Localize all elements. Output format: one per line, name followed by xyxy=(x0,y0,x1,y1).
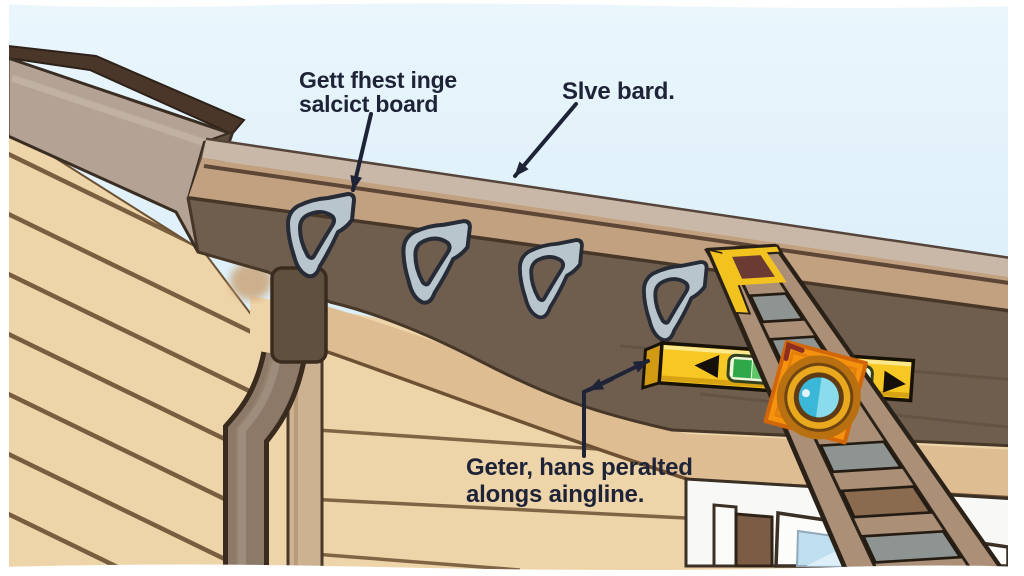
fascia-label-line2: salcict board xyxy=(299,91,439,117)
ladder-right-rail-inner xyxy=(757,250,994,576)
ladder-yellow-edge xyxy=(706,248,752,315)
eave-groove-line xyxy=(203,164,1017,286)
bullseye-level xyxy=(763,339,869,445)
level-label: Geter, hans peralted alongs aingline. xyxy=(466,454,693,508)
lens-highlight xyxy=(816,377,839,418)
level-arrow-bend-head xyxy=(587,377,614,392)
eave-board xyxy=(188,158,1016,312)
rake-highlight xyxy=(10,74,222,152)
ladder-rung-open xyxy=(839,485,934,519)
level-right-arrow-icon xyxy=(883,370,906,393)
gutter-end-cap xyxy=(270,266,328,364)
fascia-arrow xyxy=(350,112,373,192)
roofline xyxy=(205,137,1017,261)
downspout xyxy=(223,350,307,576)
level-label-line1: Geter, hans peralted xyxy=(466,454,693,481)
ladder-rung xyxy=(818,440,904,474)
eave-label-text: Slve bard. xyxy=(562,78,675,105)
plate-chevron-mark xyxy=(783,342,805,362)
level-label-line2: alongs aingline. xyxy=(466,481,645,508)
annotation-arrows xyxy=(350,102,650,458)
eave-label: Slve bard. xyxy=(562,79,675,104)
lens-speck xyxy=(801,389,810,398)
dormer-trim xyxy=(712,503,738,568)
ladder-top-rung xyxy=(721,248,787,286)
eave-strip xyxy=(202,140,1016,278)
ladder-rung xyxy=(860,529,963,564)
level-left-arrow-icon xyxy=(694,355,720,378)
eave-arrow xyxy=(513,102,578,178)
frieze-bottom-line xyxy=(321,348,1017,500)
fascia-label: Gett fhest inge salcict board xyxy=(299,68,457,116)
shutter-panel xyxy=(734,512,774,568)
ladder xyxy=(703,243,1024,576)
ladder-rung xyxy=(747,292,806,324)
fascia-label-line1: Gett fhest inge xyxy=(299,67,458,93)
